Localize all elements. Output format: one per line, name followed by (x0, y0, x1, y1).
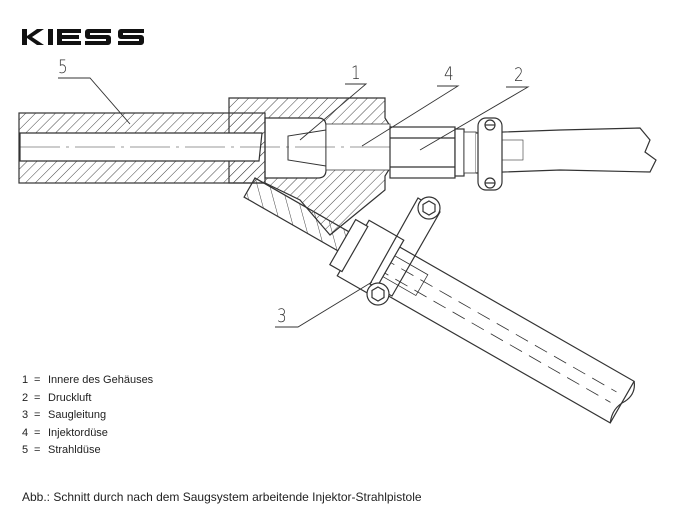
kiess-logo (22, 29, 144, 45)
legend-item: 5 = Strahldüse (22, 442, 153, 460)
air-hose (475, 127, 657, 174)
legend-eq: = (34, 409, 41, 422)
legend-num: 1 (22, 374, 29, 386)
legend-num: 3 (22, 409, 29, 422)
leader-lines (58, 77, 530, 328)
legend-text: Strahldüse (48, 444, 101, 457)
suction-hose-clamp (366, 196, 441, 306)
legend-text: Innere des Gehäuses (48, 374, 154, 386)
hex-nut (389, 126, 477, 179)
legend-eq: = (34, 444, 41, 457)
legend-num: 2 (22, 391, 29, 404)
legend-item: 1 = Innere des Gehäuses (22, 372, 153, 390)
legend-num: 5 (22, 444, 29, 457)
legend-item: 2 = Druckluft (22, 390, 153, 408)
legend: 1 = Innere des Gehäuses 2 = Druckluft 3 = Saug… (22, 372, 153, 460)
legend-text: Injektordüse (48, 426, 108, 439)
callout-2: 2 (514, 64, 524, 86)
legend-item: 4 = Injektordüse (22, 425, 153, 443)
legend-text: Saugleitung (48, 409, 107, 422)
suction-hose (243, 177, 635, 424)
legend-num: 4 (22, 426, 29, 439)
legend-item: 3 = Saugleitung (22, 407, 153, 425)
callout-1: 1 (351, 62, 361, 84)
legend-text: Druckluft (48, 391, 92, 404)
legend-eq: = (34, 374, 41, 386)
callout-5: 5 (58, 56, 68, 78)
callout-3: 3 (277, 305, 287, 327)
legend-eq: = (34, 391, 41, 404)
air-hose-clamp (477, 117, 503, 191)
legend-eq: = (34, 426, 41, 439)
callout-4: 4 (444, 63, 454, 85)
figure-caption: Abb.: Schnitt durch nach dem Saugsystem … (22, 490, 422, 504)
